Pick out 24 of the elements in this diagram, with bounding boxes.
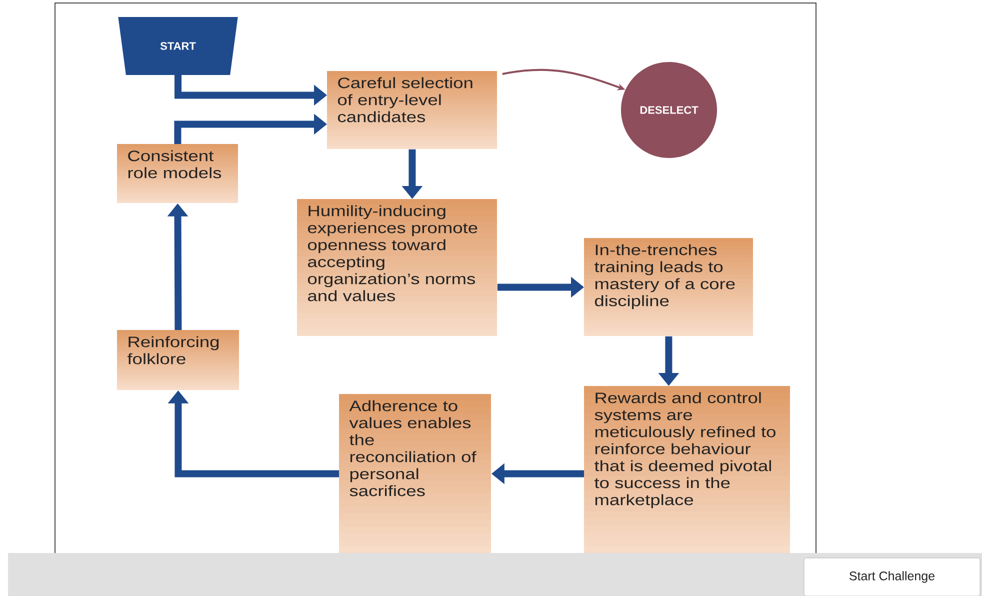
node-label: training leads to mastery of a core discipline — [594, 261, 735, 310]
process-box: Rewards and control systems are meticulously refined to reinforce behaviour that is deemed pivotal to success in the marketplace — [584, 386, 790, 553]
node-label: Careful selection — [338, 77, 472, 88]
node-label: that is deemed pivotal — [594, 460, 771, 474]
node-label: Rewards and control — [596, 392, 761, 404]
node-label: Adherence to values enables the reconciliation of personal sacrifices — [349, 400, 476, 496]
node-label: Humility-inducing experiences promote openness toward accepting organization’s norms and values — [308, 205, 478, 302]
start-trapezoid: START — [118, 17, 238, 75]
node-label: role models — [128, 167, 222, 178]
node-label: In-the-trenches — [596, 244, 717, 256]
node-label: candidates — [338, 111, 426, 122]
process-box: In-the-trenches training leads to mastery of a core discipline — [584, 238, 753, 336]
node-label: to success in the — [594, 477, 730, 488]
node-label: marketplace — [595, 494, 694, 508]
node-label: reinforce behaviour — [595, 443, 751, 454]
node-label: meticulously refined to — [595, 426, 776, 440]
process-box: Reinforcing folklore — [117, 330, 239, 390]
process-box: Adherence to values enables the reconciliation of personal sacrifices — [339, 394, 491, 553]
node-label: Reinforcing — [128, 336, 219, 350]
start-challenge-button: Start Challenge — [804, 558, 980, 596]
process-box: Consistent role models — [117, 144, 238, 203]
node-label: systems are — [594, 410, 692, 424]
process-box: Careful selection of entry-level candidates — [327, 71, 497, 149]
process-box: Humility-inducing experiences promote openness toward accepting organization’s norms and values — [297, 199, 497, 336]
